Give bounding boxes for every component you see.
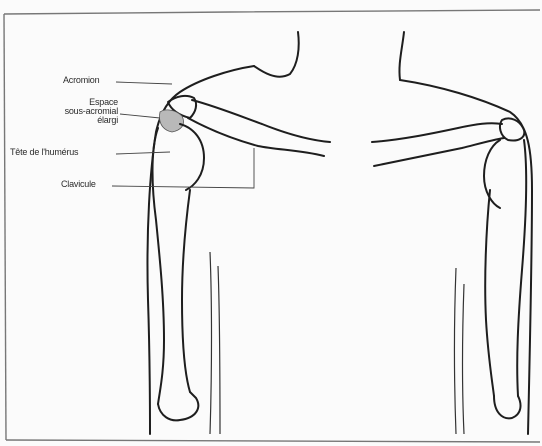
leader-acromion — [116, 82, 172, 84]
frame-bottom-edge — [6, 440, 540, 442]
left-humerus-shaft-outer — [153, 128, 165, 404]
right-humerus-distal-end — [494, 396, 520, 418]
right-humerus-shaft-inner — [485, 190, 494, 396]
left-humerus-head — [180, 124, 204, 190]
label-espace-line3: élargi — [65, 116, 118, 125]
label-clavicule: Clavicule — [61, 180, 96, 189]
right-humerus-head — [484, 140, 500, 208]
left-humerus-distal-end — [158, 392, 198, 420]
right-clavicle-upper — [372, 123, 502, 142]
right-clavicle-lower — [374, 138, 504, 166]
frame-top-edge — [4, 10, 540, 14]
left-humerus-shaft-inner — [182, 190, 190, 392]
neck-left-outline — [254, 32, 299, 77]
frame-left-edge — [4, 14, 6, 440]
right-shoulder-contour — [400, 80, 532, 434]
right-humerus-shaft-outer — [517, 140, 526, 396]
neck-right-outline — [399, 32, 404, 80]
leader-espace — [120, 114, 160, 118]
left-arm-inner-line-2 — [218, 266, 220, 434]
label-enlarged-subacromial-space: Espace sous-acromial élargi — [65, 98, 118, 125]
right-arm-inner-line — [455, 268, 457, 434]
leader-tete-humerus — [116, 152, 170, 154]
left-clavicle-upper — [192, 100, 330, 142]
label-tete-humerus: Tête de l'humérus — [10, 148, 78, 157]
left-arm-inner-line — [210, 252, 212, 434]
right-arm-inner-line-2 — [463, 284, 465, 434]
leader-clavicule — [112, 148, 254, 188]
label-acromion: Acromion — [63, 76, 99, 85]
